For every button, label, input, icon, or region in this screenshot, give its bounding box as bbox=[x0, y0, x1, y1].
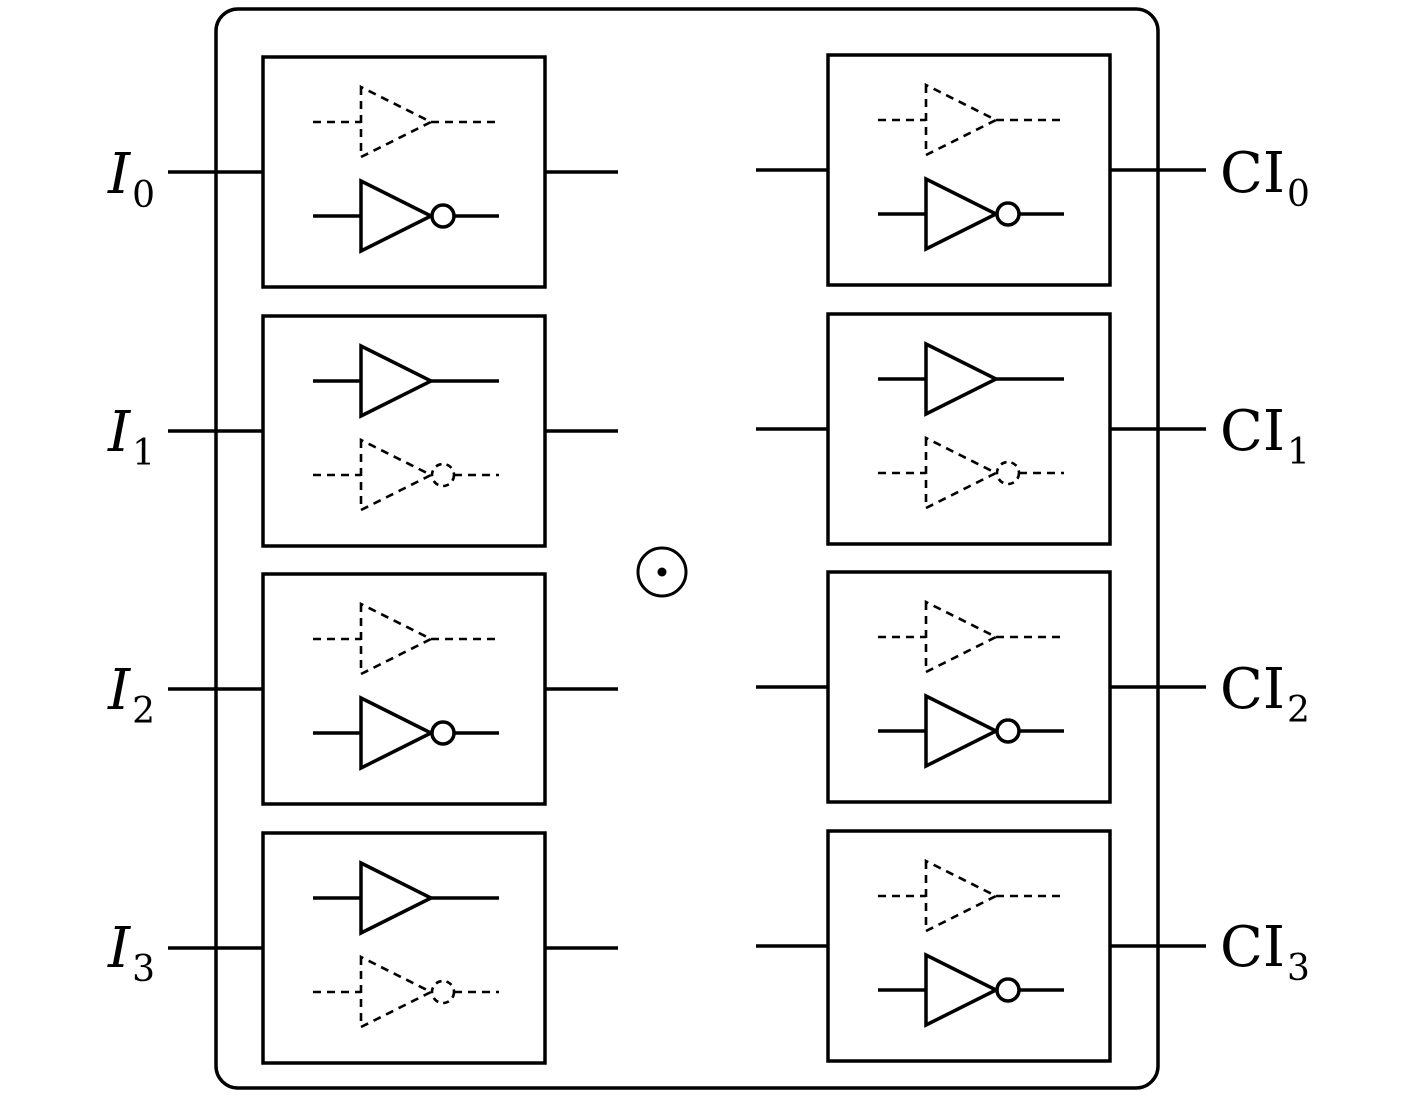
buffer-gate bbox=[878, 341, 1064, 417]
dashed-not-gate bbox=[878, 435, 1064, 511]
not-gate bbox=[878, 176, 1064, 252]
operator-dot bbox=[657, 567, 667, 577]
not-gate bbox=[313, 695, 499, 771]
left-cell-3 bbox=[168, 831, 618, 1065]
not-gate-triangle bbox=[359, 437, 434, 513]
input-label-1: I1 bbox=[107, 400, 155, 474]
inversion-bubble bbox=[430, 720, 456, 746]
left-cell-1 bbox=[168, 314, 618, 548]
not-gate-triangle bbox=[924, 952, 1000, 1028]
right-cell-1 bbox=[756, 312, 1206, 546]
cell-box bbox=[826, 312, 1112, 546]
not-gate-triangle bbox=[924, 176, 1000, 252]
not-gate-triangle bbox=[924, 435, 999, 511]
right-cell-2 bbox=[756, 570, 1206, 804]
inversion-bubble bbox=[995, 460, 1021, 486]
buffer-gate-triangle bbox=[924, 341, 1000, 417]
output-label-1: CI1 bbox=[1220, 399, 1310, 473]
inversion-bubble bbox=[430, 979, 456, 1005]
operator-circle bbox=[636, 546, 688, 598]
operator-symbol bbox=[636, 546, 688, 598]
not-gate bbox=[878, 952, 1064, 1028]
input-label-3: I3 bbox=[107, 916, 155, 990]
output-label-0: CI0 bbox=[1220, 141, 1310, 215]
buffer-gate bbox=[313, 860, 499, 936]
buffer-gate-triangle bbox=[924, 858, 999, 934]
inversion-bubble bbox=[430, 203, 456, 229]
dashed-buffer-gate bbox=[878, 82, 1064, 158]
cell-box bbox=[261, 314, 547, 548]
dashed-buffer-gate bbox=[313, 84, 499, 160]
dashed-not-gate bbox=[313, 437, 499, 513]
cell-box bbox=[826, 570, 1112, 804]
output-label-3: CI3 bbox=[1220, 915, 1310, 989]
right-cell-3 bbox=[756, 829, 1206, 1063]
not-gate bbox=[313, 178, 499, 254]
inversion-bubble bbox=[995, 201, 1021, 227]
right-cell-0 bbox=[756, 53, 1206, 287]
left-cell-2 bbox=[168, 572, 618, 806]
buffer-gate bbox=[313, 343, 499, 419]
buffer-gate-triangle bbox=[924, 599, 999, 675]
not-gate-triangle bbox=[924, 693, 1000, 769]
dashed-not-gate bbox=[313, 954, 499, 1030]
not-gate-triangle bbox=[359, 954, 434, 1030]
input-label-2: I2 bbox=[107, 658, 155, 732]
cell-box bbox=[261, 55, 547, 289]
cell-box bbox=[826, 829, 1112, 1063]
not-gate-triangle bbox=[359, 695, 435, 771]
inversion-bubble bbox=[995, 718, 1021, 744]
buffer-gate-triangle bbox=[359, 601, 434, 677]
buffer-gate-triangle bbox=[359, 860, 435, 936]
inversion-bubble bbox=[430, 462, 456, 488]
buffer-gate-triangle bbox=[359, 84, 434, 160]
input-label-0: I0 bbox=[107, 142, 155, 216]
gate-cells bbox=[168, 53, 1206, 1065]
not-gate-triangle bbox=[359, 178, 435, 254]
outer-enclosure bbox=[214, 7, 1160, 1090]
dashed-buffer-gate bbox=[878, 599, 1064, 675]
output-label-2: CI2 bbox=[1220, 657, 1310, 731]
buffer-gate-triangle bbox=[359, 343, 435, 419]
not-gate bbox=[878, 693, 1064, 769]
dashed-buffer-gate bbox=[313, 601, 499, 677]
dashed-buffer-gate bbox=[878, 858, 1064, 934]
cell-box bbox=[261, 831, 547, 1065]
inversion-bubble bbox=[995, 977, 1021, 1003]
cell-box bbox=[261, 572, 547, 806]
left-cell-0 bbox=[168, 55, 618, 289]
cell-box bbox=[826, 53, 1112, 287]
buffer-gate-triangle bbox=[924, 82, 999, 158]
